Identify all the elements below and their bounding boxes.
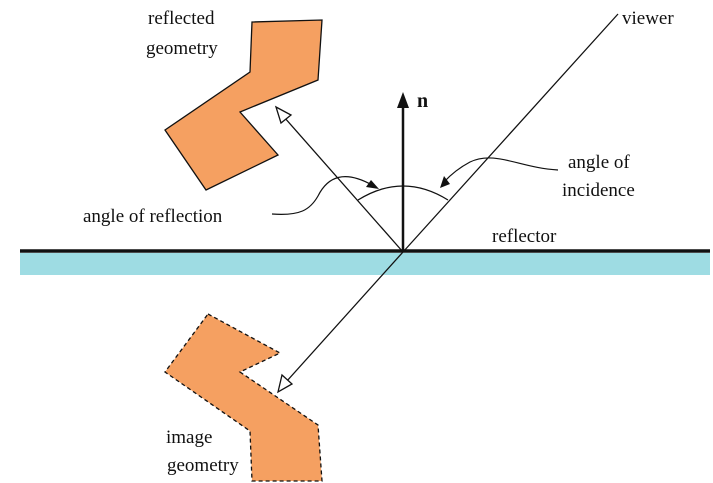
reflected-ray	[283, 116, 404, 253]
angle-arc	[357, 185, 449, 201]
reflection-leader	[271, 176, 373, 215]
image-ray-arrowhead	[277, 373, 294, 394]
incidence-leader-arrowhead	[440, 176, 450, 188]
image-geometry-label-line1: image	[166, 427, 212, 448]
viewer-ray	[402, 13, 619, 253]
normal-arrowhead	[397, 92, 409, 108]
viewer-label: viewer	[622, 8, 674, 29]
image-geometry-label-line2: geometry	[167, 455, 239, 476]
angle-of-incidence-label-line1: angle of	[568, 152, 630, 173]
reflection-leader-arrowhead	[366, 180, 379, 189]
reflector-surface	[20, 253, 710, 275]
incidence-leader	[443, 157, 559, 183]
image-geometry-shape	[164, 313, 323, 482]
image-ray	[285, 251, 404, 383]
reflector-label: reflector	[492, 226, 557, 247]
reflected-geometry-shape	[164, 19, 323, 191]
angle-of-incidence-label-line2: incidence	[562, 180, 635, 201]
reflected-ray-arrowhead	[274, 105, 293, 125]
reflected-geometry-label-line2: geometry	[146, 38, 218, 59]
normal-label: n	[417, 90, 428, 112]
angle-of-reflection-label: angle of reflection	[83, 206, 223, 227]
reflected-geometry-label-line1: reflected	[148, 8, 215, 29]
